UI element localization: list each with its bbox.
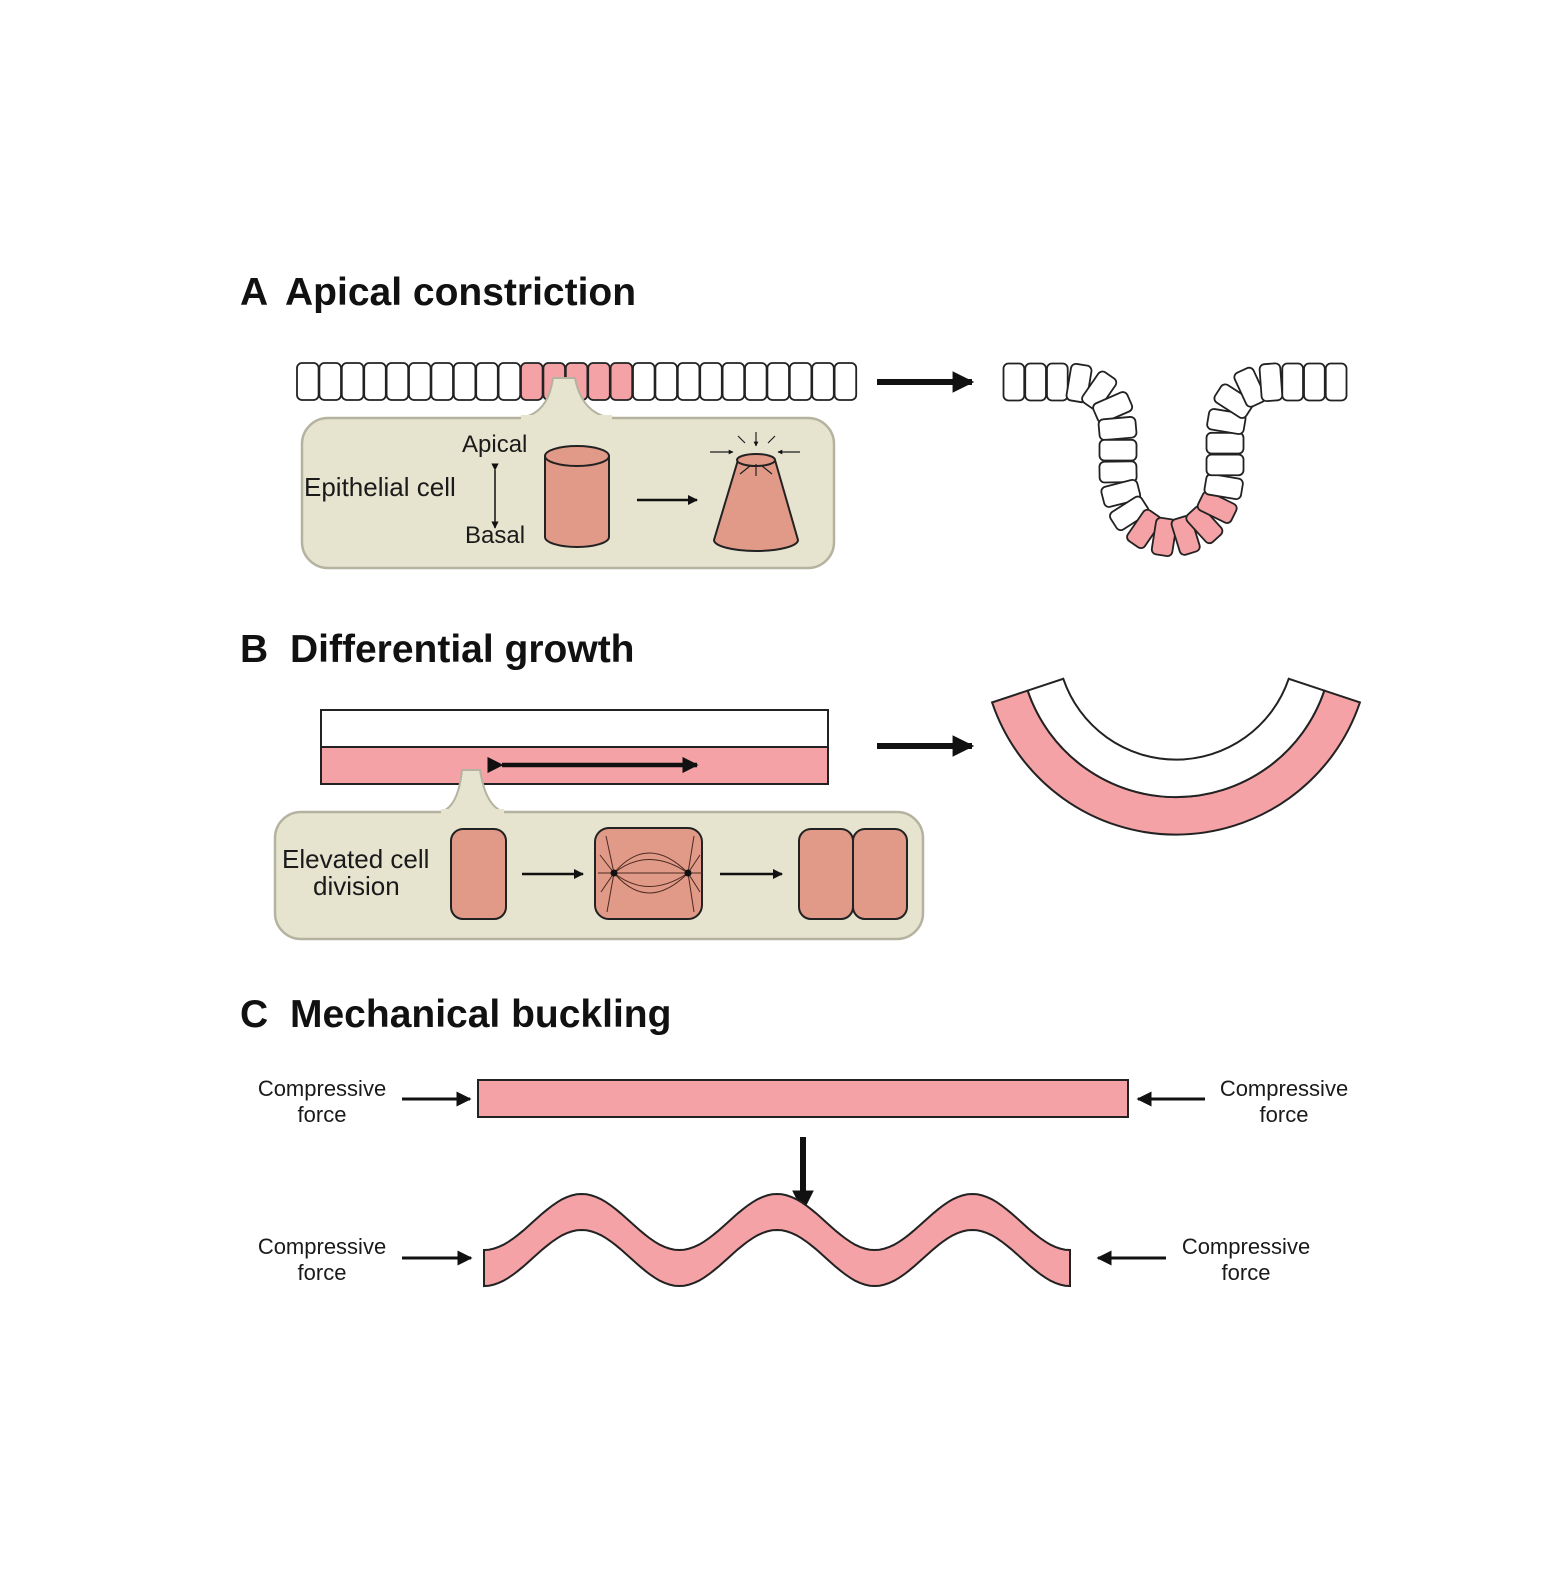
epithelial-cell: [497, 362, 522, 401]
epithelial-cell-label: Epithelial cell: [304, 472, 456, 502]
epithelial-cell: [1109, 495, 1150, 532]
epithelial-cell: [654, 362, 678, 401]
epithelial-cell: [1098, 460, 1138, 484]
epithelial-cell: [699, 362, 723, 401]
buckled-sheet: [483, 1192, 1071, 1288]
constriction-force-arrows-icon: [710, 432, 800, 476]
panel-c-letter: C: [240, 993, 268, 1036]
force-label-bottom-left-line2: force: [298, 1260, 347, 1285]
epithelial-cell: [1258, 362, 1284, 403]
curved-bilayer: [990, 677, 1362, 836]
force-label-top-right-line2: force: [1260, 1102, 1309, 1127]
mitotic-spindle-cell-icon: [594, 827, 703, 920]
inset-callout-b: [439, 769, 506, 813]
epithelial-cell: [1205, 431, 1245, 455]
epithelial-cell: [1002, 362, 1026, 402]
panel-c: C Mechanical buckling Compressive force …: [240, 993, 1348, 1288]
apical-label: Apical: [462, 431, 527, 458]
daughter-cell-left-icon: [798, 828, 854, 920]
panel-b-letter: B: [240, 628, 268, 671]
epithelial-cell: [788, 362, 813, 401]
panel-a-letter: A: [240, 271, 268, 314]
panel-a-title: Apical constriction: [285, 271, 636, 314]
epithelial-cell: [296, 362, 320, 401]
epithelial-cell: [318, 362, 342, 401]
epithelial-cell: [587, 362, 611, 401]
epithelial-cell: [744, 362, 768, 401]
force-label-top-left-line1: Compressive: [258, 1076, 386, 1101]
epithelial-cell: [363, 362, 387, 401]
inset-callout-a: [519, 377, 613, 419]
epithelial-cell: [1097, 416, 1138, 441]
epithelial-cell: [721, 362, 746, 401]
panel-a: A Apical constriction Apical Epithelial …: [240, 271, 1348, 570]
folded-epithelium: [1002, 362, 1348, 557]
constricted-cell-icon: [712, 453, 800, 552]
epithelial-cell: [408, 362, 432, 401]
epithelial-cell: [1281, 362, 1304, 402]
epithelial-cell: [1081, 370, 1118, 411]
division-label-line1: Elevated cell: [282, 844, 429, 874]
epithelial-cell: [1196, 490, 1238, 524]
epithelial-cell: [1324, 362, 1348, 402]
epithelial-cell: [833, 362, 858, 401]
epithelial-cell: [1233, 366, 1267, 408]
epithelial-cell: [1205, 453, 1245, 477]
interphase-cell-icon: [450, 828, 507, 920]
epithelial-cell: [766, 362, 790, 401]
epithelial-cell: [632, 362, 656, 401]
daughter-cell-right-icon: [852, 828, 908, 920]
inset-callout-join: [521, 415, 612, 421]
compressed-bar: [477, 1079, 1129, 1118]
panel-c-title: Mechanical buckling: [290, 993, 671, 1036]
epithelial-cell: [475, 362, 499, 401]
epithelial-cell: [1150, 516, 1178, 557]
inset-callout-b-join: [441, 809, 504, 815]
upper-layer-bar: [320, 709, 829, 748]
panel-b: B Differential growth Elevated cell divi…: [240, 628, 1362, 941]
epithelial-cell: [1303, 362, 1326, 402]
epithelial-cell: [1213, 383, 1254, 419]
force-label-top-right-line1: Compressive: [1220, 1076, 1348, 1101]
force-label-bottom-left-line1: Compressive: [258, 1234, 386, 1259]
panel-b-title: Differential growth: [290, 628, 635, 671]
epithelial-cell: [520, 362, 544, 401]
epithelial-cell: [1185, 505, 1224, 545]
force-label-bottom-right-line1: Compressive: [1182, 1234, 1310, 1259]
epithelial-cell: [1098, 438, 1138, 462]
force-label-top-left-line2: force: [298, 1102, 347, 1127]
epithelial-cell: [1092, 391, 1134, 424]
epithelial-cell: [1024, 362, 1047, 402]
epithelial-cell: [430, 362, 454, 401]
epithelial-cell: [1203, 473, 1244, 501]
columnar-cell-icon: [544, 445, 610, 548]
division-label-line2: division: [313, 871, 400, 901]
flat-epithelium: [296, 362, 858, 401]
force-label-bottom-right-line2: force: [1222, 1260, 1271, 1285]
epithelial-cell: [1126, 508, 1163, 550]
epithelial-cell: [609, 362, 634, 401]
epithelial-cell: [811, 362, 835, 401]
epithelial-cell: [452, 362, 477, 401]
epithelial-cell: [340, 362, 365, 401]
epithelial-cell: [676, 362, 701, 401]
epithelial-cell: [1046, 362, 1069, 402]
epithelial-cell: [385, 362, 410, 401]
